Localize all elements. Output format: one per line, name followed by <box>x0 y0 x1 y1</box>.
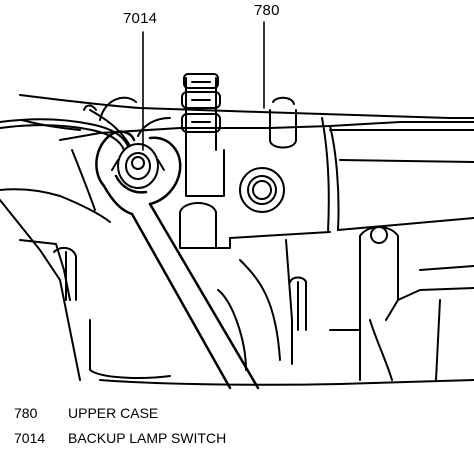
callout-backup-lamp-switch-ref: 7014 <box>123 10 158 27</box>
legend-label: BACKUP LAMP SWITCH <box>68 430 227 446</box>
legend-label: UPPER CASE <box>68 405 159 421</box>
legend-row: 7014 BACKUP LAMP SWITCH <box>14 430 226 446</box>
open-end-wrench <box>95 130 260 390</box>
case-bolts <box>83 73 297 197</box>
upper-case <box>0 94 474 239</box>
wiring-harness <box>0 109 171 151</box>
backup-lamp-switch <box>111 143 165 189</box>
legend-number: 780 <box>14 405 38 421</box>
legend-number: 7014 <box>14 430 46 446</box>
case-plug <box>239 167 285 213</box>
transmission-illustration <box>0 21 474 390</box>
callout-upper-case-ref: 780 <box>254 2 280 19</box>
legend-row: 780 UPPER CASE <box>14 405 158 421</box>
leader-lines <box>142 21 265 151</box>
lower-case <box>0 199 474 386</box>
